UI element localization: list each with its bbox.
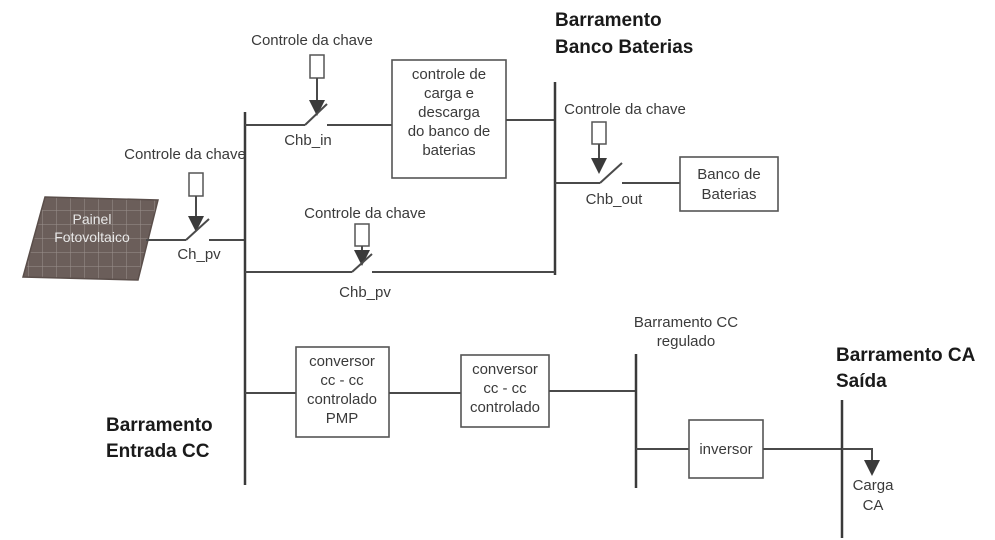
chb-out-blade [599,162,623,184]
photovoltaic-panel: Painel Fotovoltaico [22,196,159,281]
converter-pmp-line: conversor [309,353,375,370]
bus-ca-label-line2: Saída [836,371,887,392]
ac-load: Carga CA [842,448,895,514]
battery-bank-line: Baterias [701,186,756,203]
chb-pv-label: Chb_pv [339,284,391,301]
switch-chb-out: Controle da chave Chb_out [555,101,686,208]
load-label-line1: Carga [853,477,895,494]
converter-pmp-line: controlado [307,391,377,408]
battery-bank-block: Banco de Baterias [679,156,779,212]
charge-control-block: controle de carga e descarga do banco de… [391,59,507,179]
charge-control-line: do banco de [408,123,491,140]
bus-cc-regulado-label-line2: regulado [657,333,715,350]
converter-block: conversor cc - cc controlado [460,354,550,428]
converter-pmp-line: PMP [326,410,359,427]
chb-in-control-label: Controle da chave [251,32,373,49]
chb-out-control-label: Controle da chave [564,101,686,118]
converter-pmp-line: cc - cc [320,372,364,389]
chb-pv-blade [351,253,373,273]
chb-out-label: Chb_out [586,191,644,208]
charge-control-line: carga e [424,85,474,102]
battery-bank-line: Banco de [697,166,760,183]
switch-chb-pv: Controle da chave Chb_pv [245,205,555,301]
load-label-line2: CA [863,497,884,514]
panel-label-line1: Painel [73,211,112,227]
panel-label-line2: Fotovoltaico [54,229,130,245]
converter-pmp-block: conversor cc - cc controlado PMP [295,346,390,438]
converter-line: controlado [470,399,540,416]
switch-chb-in: Controle da chave Chb_in [245,32,392,149]
ch-pv-blade [185,218,210,241]
switch-ch-pv: Controle da chave Ch_pv [124,146,246,263]
chb-pv-control-label: Controle da chave [304,205,426,222]
inverter-block: inversor [688,419,764,479]
chb-out-control-icon [591,121,607,145]
converter-line: cc - cc [483,380,527,397]
ch-pv-label: Ch_pv [177,246,221,263]
converter-line: conversor [472,361,538,378]
charge-control-line: baterias [422,142,475,159]
inverter-label: inversor [699,441,752,458]
charge-control-line: descarga [418,104,480,121]
bus-cc-regulado-label-line1: Barramento CC [634,314,738,331]
bus-ca-label-line1: Barramento CA [836,345,976,366]
bus-entrada-label-line2: Entrada CC [106,441,210,462]
ch-pv-control-icon [188,172,204,197]
charge-control-line: controle de [412,66,486,83]
bus-entrada-label-line1: Barramento [106,415,213,436]
bus-baterias-label-line2: Banco Baterias [555,37,693,58]
ch-pv-control-label: Controle da chave [124,146,246,163]
bus-baterias-label-line1: Barramento [555,10,662,31]
chb-pv-control-icon [354,223,370,247]
chb-in-control-icon [309,54,325,79]
chb-in-label: Chb_in [284,132,332,149]
load-arrow [842,448,880,476]
chb-in-blade [304,103,328,126]
